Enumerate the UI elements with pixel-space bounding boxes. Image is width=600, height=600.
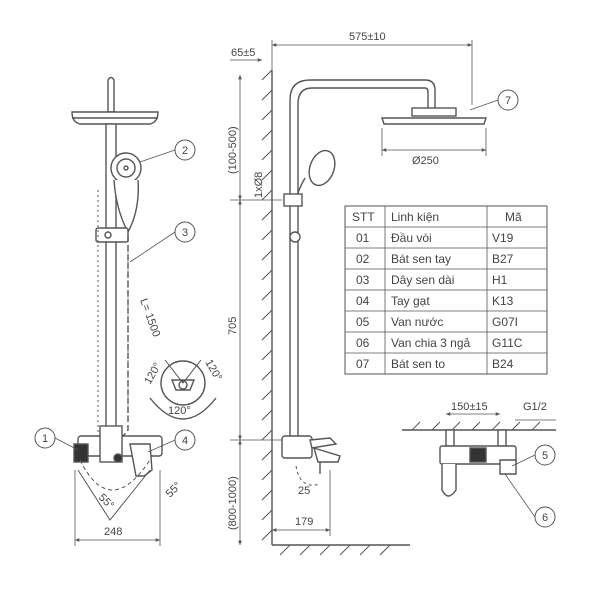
svg-text:5: 5 (542, 450, 548, 462)
dim-hose-length: L= 1500 (137, 297, 162, 339)
dim-thread: G1/2 (523, 401, 547, 413)
side-rain-head (411, 107, 457, 117)
side-riser-and-arm (289, 79, 436, 440)
table-row-6-code: G11C (492, 336, 523, 350)
valve-detail-view (402, 421, 556, 497)
parts-table: STT Linh kiện Mã 01 Đầu vòi V19 02 Bát s… (344, 205, 548, 375)
table-row-3-stt: 03 (356, 273, 370, 287)
table-row-2-part: Bát sen tay (391, 252, 451, 266)
diverter-detail (149, 359, 217, 420)
dim-top-width: 575±10 (349, 31, 386, 43)
table-row-1-code: V19 (492, 231, 514, 245)
callout-3 (174, 221, 196, 243)
dim-angle-120-right: 120° (202, 358, 224, 384)
table-row-7-code: B24 (492, 357, 514, 371)
table-row-5-part: Van nước (391, 315, 443, 329)
side-mixer (281, 435, 313, 459)
front-slider-bracket (95, 227, 129, 243)
front-head-arm (107, 76, 115, 113)
callout-5 (534, 444, 556, 466)
dim-spout-reach: 179 (295, 516, 313, 528)
dim-head-diameter: Ø250 (412, 155, 439, 167)
svg-text:4: 4 (182, 435, 188, 447)
table-row-5-stt: 05 (356, 315, 370, 329)
svg-text:2: 2 (182, 145, 188, 157)
table-row-6-part: Van chia 3 ngả (391, 336, 470, 350)
table-row-6-stt: 06 (356, 336, 370, 350)
floor-hatching (279, 544, 391, 556)
dim-hose-clip: 1xØ8 (253, 172, 265, 198)
table-row-3-part: Dây sen dài (391, 273, 454, 287)
dimension-lines (74, 40, 556, 546)
table-row-7-stt: 07 (356, 357, 370, 371)
svg-text:1: 1 (42, 433, 48, 445)
dim-inlet-spacing: 150±15 (451, 401, 488, 413)
table-header-part: Linh kiện (391, 210, 439, 224)
dim-angle-120-bottom: 120° (168, 405, 191, 417)
svg-text:7: 7 (505, 95, 511, 107)
table-row-1-stt: 01 (356, 231, 370, 245)
table-row-4-code: K13 (492, 294, 514, 308)
dim-spout-angle: 25 (298, 485, 310, 497)
svg-text:6: 6 (542, 512, 548, 524)
dim-wall-offset: 65±5 (231, 47, 255, 59)
side-hand-shower (295, 149, 336, 201)
svg-text:3: 3 (182, 227, 188, 239)
front-view (71, 76, 217, 521)
front-hose (107, 236, 129, 441)
callout-leaders (54, 99, 536, 518)
dim-mount-height: (800-1000) (227, 476, 239, 530)
front-hand-shower (110, 152, 142, 234)
table-header-code: Mã (505, 210, 522, 224)
dim-rail-height: 705 (227, 317, 239, 335)
table-row-4-part: Tay gạt (391, 294, 430, 308)
dim-angle-55-left: 55° (96, 492, 116, 512)
callout-1 (34, 427, 56, 449)
callout-6 (534, 506, 556, 528)
table-row-7-part: Bát sen to (391, 357, 445, 371)
table-row-1-part: Đầu vòi (391, 231, 432, 245)
dim-height-adjust: (100-500) (227, 126, 239, 174)
callout-4 (174, 429, 196, 451)
side-wall-clip (283, 193, 303, 207)
table-row-2-code: B27 (492, 252, 514, 266)
table-header-stt: STT (352, 210, 375, 224)
wall-hatching (261, 69, 273, 541)
dim-front-width: 248 (104, 526, 122, 538)
table-row-4-stt: 04 (356, 294, 370, 308)
table-row-2-stt: 02 (356, 252, 370, 266)
dim-angle-55-right: 55° (164, 480, 184, 500)
table-row-5-code: G07I (492, 315, 518, 329)
side-view (261, 69, 487, 556)
callout-bubbles: 1 2 3 4 5 6 7 (34, 89, 556, 528)
callout-2 (174, 139, 196, 161)
callout-7 (497, 89, 519, 111)
table-row-3-code: H1 (492, 273, 508, 287)
